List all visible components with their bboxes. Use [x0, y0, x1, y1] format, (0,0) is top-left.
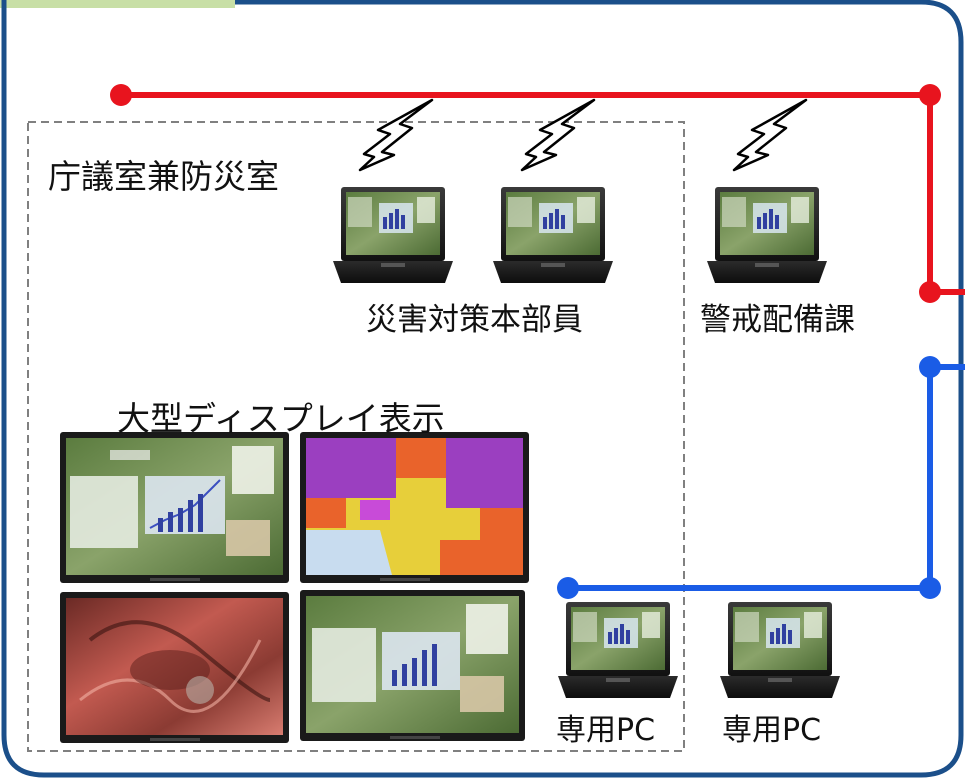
room-boundary	[27, 121, 685, 752]
dedicated-pc-label: 専用PC	[556, 713, 656, 748]
laptop-icon	[707, 187, 827, 283]
wired-network-line	[557, 356, 965, 599]
laptop-icon	[493, 187, 613, 283]
lightning-wireless-icon	[520, 98, 596, 172]
laptop-icon	[333, 187, 453, 283]
members-label: 災害対策本部員	[366, 302, 583, 338]
lightning-wireless-icon	[358, 98, 434, 172]
room-label: 庁議室兼防災室	[48, 157, 279, 196]
dedicated-pc-label: 専用PC	[722, 713, 822, 748]
header-tab	[0, 0, 235, 8]
lightning-wireless-icon	[732, 98, 808, 172]
police-label: 警戒配備課	[700, 302, 855, 338]
large-display-icon	[60, 432, 529, 743]
display-label: 大型ディスプレイ表示	[117, 399, 445, 438]
laptop-icon	[720, 602, 840, 698]
wireless-network-line	[110, 84, 965, 303]
laptop-icon	[558, 602, 678, 698]
